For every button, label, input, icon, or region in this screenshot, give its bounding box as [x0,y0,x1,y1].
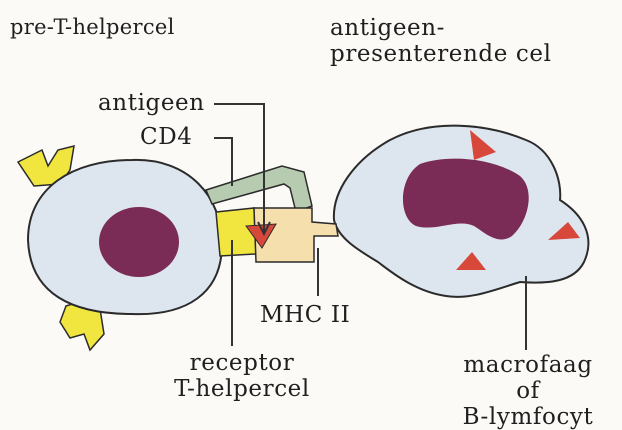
title-antigen-presenting-cell: antigeen- presenterende cel [330,15,552,67]
title-right-line2: presenterende cel [330,41,552,67]
title-right-line1: antigeen- [330,15,552,41]
pointer-cd4 [214,138,232,186]
cd4-molecule [206,166,312,212]
t-cell-nucleus [99,207,179,277]
label-receptor-line1: receptor [172,350,312,376]
label-receptor-line2: T-helpercel [172,376,312,402]
title-pre-t-helper-cell: pre-T-helpercel [10,15,175,39]
label-cd4: CD4 [140,124,192,150]
label-macro-line1: macrofaag [448,352,608,378]
label-mhc-ii: MHC II [260,302,350,328]
label-macrophage-or-b-lymphocyte: macrofaag of B-lymfocyt [448,352,608,430]
label-t-helper-receptor: receptor T-helpercel [172,350,312,402]
label-macro-line3: B-lymfocyt [448,404,608,430]
label-antigen: antigeen [98,90,205,116]
label-macro-line2: of [448,378,608,404]
